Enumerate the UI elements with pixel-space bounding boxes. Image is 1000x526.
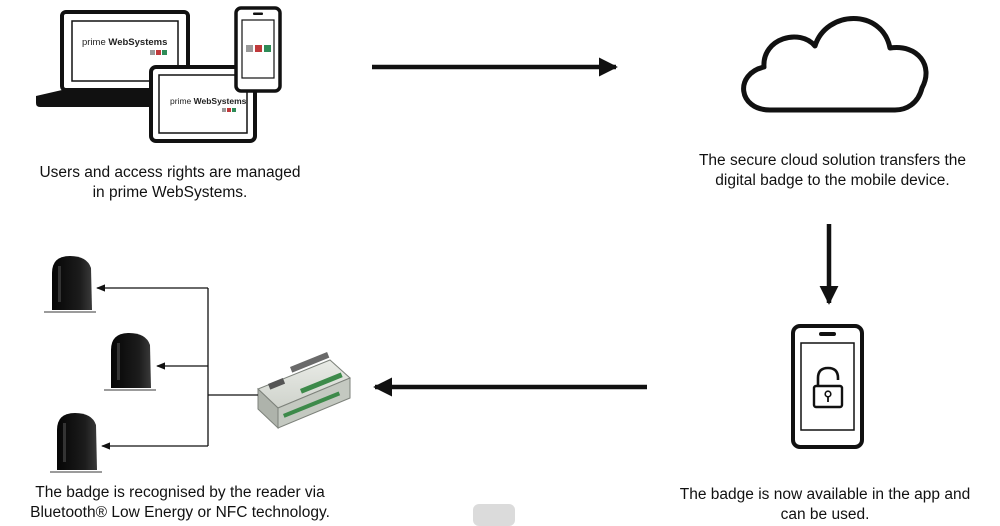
brand-squares-small: [222, 108, 236, 112]
reader-bottom: [50, 413, 102, 473]
caption-reader-recognition: The badge is recognised by the reader vi…: [0, 483, 360, 523]
unlocked-padlock-icon: [812, 366, 844, 409]
controller-terminals: [268, 352, 343, 418]
badge-reader-icon: [44, 256, 156, 473]
cloud-icon: [741, 16, 929, 113]
caption-cloud-transfer: The secure cloud solution transfers the …: [665, 151, 1000, 191]
reader-top: [44, 256, 96, 313]
reader-wiring: [96, 284, 258, 450]
din-rail-controller-icon: [257, 352, 351, 430]
brand-squares: [150, 50, 167, 55]
tablet-brand-label: prime WebSystems: [170, 96, 247, 106]
caption-manage-line2: in prime WebSystems.: [92, 184, 248, 201]
caption-cloud-line1: The secure cloud solution transfers the: [698, 152, 967, 169]
caption-reader-line1: The badge is recognised by the reader vi…: [35, 484, 325, 501]
caption-manage-line1: Users and access rights are managed: [39, 164, 301, 181]
caption-manage-access: Users and access rights are managed in p…: [10, 163, 330, 203]
caption-reader-line2: Bluetooth® Low Energy or NFC technology.: [30, 504, 330, 521]
caption-app-line2: can be used.: [780, 506, 870, 523]
carousel-next-button[interactable]: [473, 504, 515, 526]
smartphone-unlocked-padlock-icon: [791, 324, 864, 449]
reader-middle: [104, 333, 156, 391]
phone-icon: [234, 6, 282, 93]
laptop-tablet-phone-icon: prime WebSystems prime WebSystems: [36, 6, 282, 143]
tablet-icon: [149, 65, 257, 143]
caption-app-line1: The badge is now available in the app an…: [679, 486, 971, 503]
caption-cloud-line2: digital badge to the mobile device.: [715, 172, 950, 189]
laptop-brand-label: prime WebSystems: [82, 37, 167, 48]
caption-app-available: The badge is now available in the app an…: [650, 485, 1000, 525]
